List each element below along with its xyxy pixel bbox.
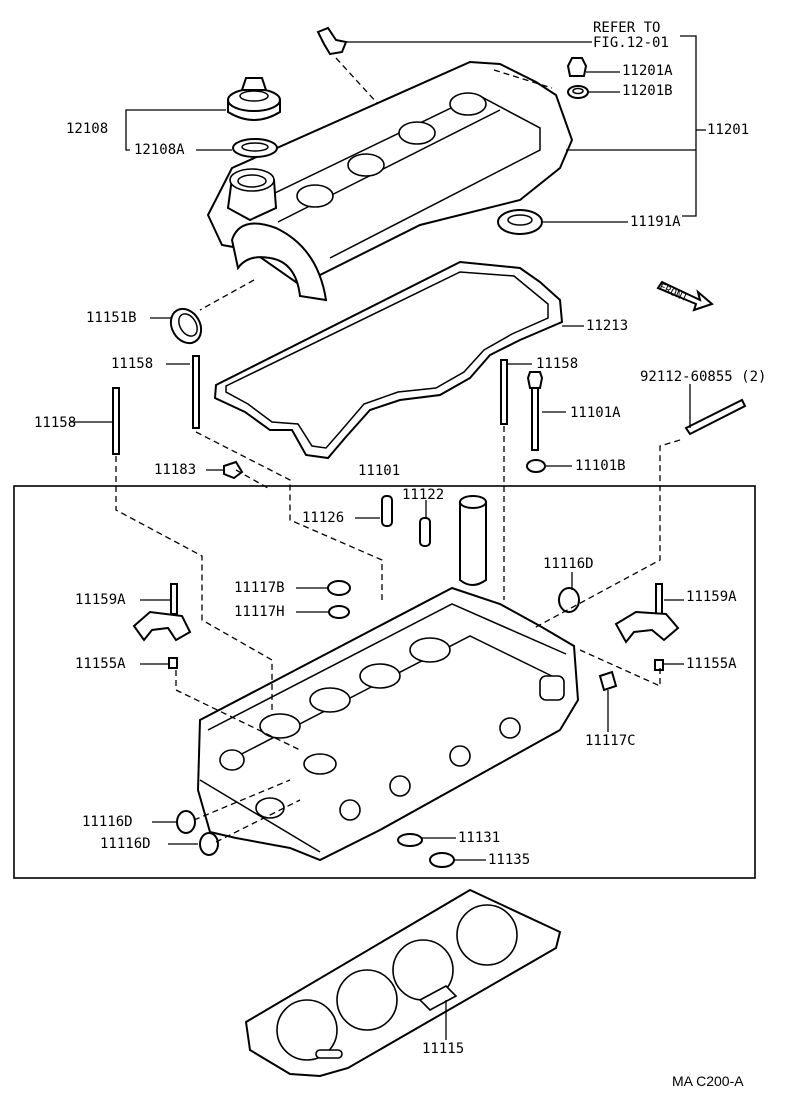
studs <box>112 355 747 455</box>
refer-label-line2: FIG.12-01 <box>593 35 669 51</box>
cover-nut <box>566 57 589 99</box>
label-11201A: 11201A <box>622 63 673 79</box>
front-arrow-icon <box>656 280 714 312</box>
bearing-cap-right <box>614 583 680 671</box>
leader-lines <box>70 35 706 1040</box>
label-11101B: 11101B <box>575 458 626 474</box>
plug-11117C <box>598 670 618 692</box>
label-11159A-right: 11159A <box>686 589 737 605</box>
label-11201B: 11201B <box>622 83 673 99</box>
label-11126: 11126 <box>302 510 345 526</box>
knock-pin <box>223 460 244 480</box>
small-parts-center <box>381 495 487 586</box>
label-11117H: 11117H <box>234 604 285 620</box>
label-11117B: 11117B <box>234 580 285 596</box>
cylinder-head-block <box>196 586 580 862</box>
head-bolt <box>526 371 546 473</box>
bearing-cap-left <box>132 583 192 669</box>
head-gasket <box>244 888 562 1078</box>
label-11135: 11135 <box>488 852 531 868</box>
label-11159A-left: 11159A <box>75 592 126 608</box>
filler-cap-gasket <box>232 138 278 158</box>
label-11101A: 11101A <box>570 405 621 421</box>
label-11117C: 11117C <box>585 733 636 749</box>
cam-plug-top <box>558 587 580 613</box>
bottom-plugs <box>176 810 455 868</box>
dashed-guides <box>115 57 681 843</box>
oil-filler-cap <box>227 77 281 121</box>
cam-plugs <box>327 580 351 619</box>
label-11155A-right: 11155A <box>686 656 737 672</box>
label-11122: 11122 <box>402 487 445 503</box>
cylinder-head-frame <box>13 485 756 879</box>
label-11158-upper-left: 11158 <box>111 356 154 372</box>
cylinder-head-cover <box>206 60 574 302</box>
label-11131: 11131 <box>458 830 501 846</box>
footer-code: MA C200-A <box>672 1073 744 1089</box>
label-11201: 11201 <box>707 122 750 138</box>
label-11158-right: 11158 <box>536 356 579 372</box>
label-11151B: 11151B <box>86 310 137 326</box>
sensor-plug <box>316 26 348 56</box>
label-11158-left: 11158 <box>34 415 77 431</box>
half-moon-seal <box>169 307 203 345</box>
label-11101: 11101 <box>358 463 401 479</box>
label-11115: 11115 <box>422 1041 465 1057</box>
label-92112: 92112-60855 (2) <box>640 369 767 385</box>
label-11116D-bottom-2: 11116D <box>100 836 151 852</box>
plug-seal <box>497 209 543 235</box>
label-11183: 11183 <box>154 462 197 478</box>
label-11116D-top: 11116D <box>543 556 594 572</box>
label-12108A: 12108A <box>134 142 185 158</box>
label-12108: 12108 <box>66 121 109 137</box>
label-11116D-bottom-1: 11116D <box>82 814 133 830</box>
label-11191A: 11191A <box>630 214 681 230</box>
refer-label-line1: REFER TO <box>593 20 661 36</box>
label-11155A-left: 11155A <box>75 656 126 672</box>
label-11213: 11213 <box>586 318 629 334</box>
head-cover-gasket <box>213 260 564 460</box>
